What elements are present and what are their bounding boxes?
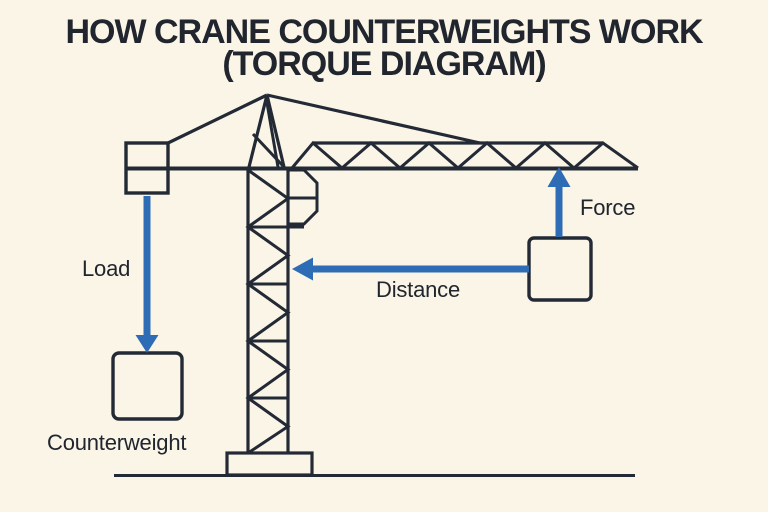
force-label: Force	[580, 195, 636, 220]
jib-truss	[290, 140, 639, 170]
distance-label: Distance	[376, 277, 460, 302]
title-line-1: HOW CRANE COUNTERWEIGHTS WORK	[65, 13, 703, 51]
page-title: HOW CRANE COUNTERWEIGHTS WORK (TORQUE DI…	[0, 13, 768, 83]
tower-mast	[245, 167, 304, 455]
tower-apex	[247, 94, 286, 169]
load-label: Load	[82, 256, 131, 281]
distance-arrow	[292, 257, 529, 281]
operator-cab	[288, 168, 319, 226]
crane-counterweight-box	[124, 141, 170, 195]
tie-lines	[167, 93, 481, 145]
title-line-2: (TORQUE DIAGRAM)	[222, 45, 546, 83]
crane-base	[225, 451, 314, 477]
force-arrow	[547, 167, 571, 237]
load-arrow	[135, 196, 159, 353]
load-block	[527, 236, 593, 302]
counterweight-block	[111, 351, 184, 421]
counterweight-label: Counterweight	[47, 430, 187, 455]
